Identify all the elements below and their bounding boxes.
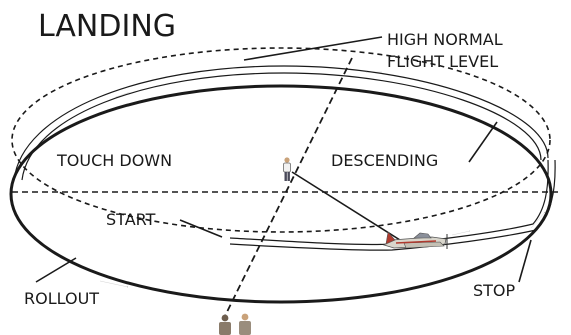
label-start: START bbox=[106, 210, 156, 229]
spectators-figure bbox=[219, 313, 251, 335]
center-axis-diagonal bbox=[223, 57, 353, 319]
stop-direction-arrow bbox=[530, 211, 546, 229]
label-stop: STOP bbox=[473, 281, 516, 300]
flight-track-inner bbox=[21, 72, 542, 181]
pilot-sight-line bbox=[291, 171, 401, 241]
model-airplane bbox=[383, 231, 448, 249]
approach-track-outer bbox=[229, 159, 549, 246]
label-flight-level: FLIGHT LEVEL bbox=[387, 52, 498, 71]
high-normal-leader bbox=[243, 36, 383, 61]
approach-direction-arrow bbox=[451, 231, 470, 236]
label-touch-down: TOUCH DOWN bbox=[56, 151, 172, 170]
high-flight-level-ellipse bbox=[11, 47, 551, 233]
label-descending: DESCENDING bbox=[331, 151, 438, 170]
flight-direction-arrow-left bbox=[116, 91, 131, 97]
label-rollout: ROLLOUT bbox=[24, 289, 99, 308]
rollout-direction-arrow bbox=[99, 280, 129, 288]
diagram-title: LANDING bbox=[38, 9, 176, 44]
descending-leader bbox=[468, 121, 498, 163]
label-high-normal: HIGH NORMAL bbox=[387, 30, 503, 49]
start-leader bbox=[179, 219, 223, 238]
ground-path-ellipse bbox=[9, 84, 553, 304]
flight-track-outer bbox=[13, 65, 549, 181]
approach-track-inner bbox=[229, 159, 556, 251]
rollout-leader bbox=[35, 257, 77, 283]
stop-leader bbox=[518, 239, 532, 283]
pilot-figure bbox=[283, 157, 291, 181]
